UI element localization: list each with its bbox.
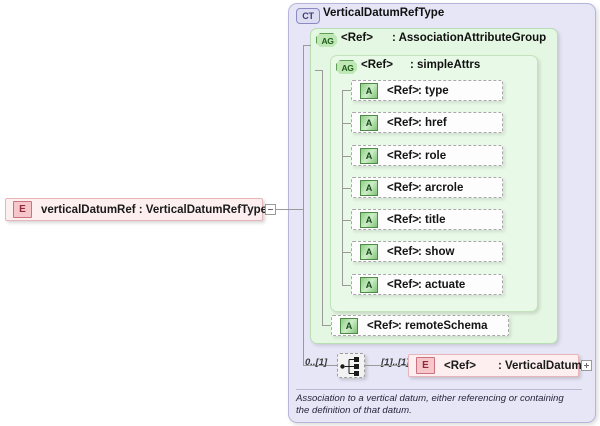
attribute-ref: <Ref>: [387, 84, 419, 97]
simpleattrs-connector-line: [315, 70, 323, 71]
attribute-name: : role: [418, 149, 447, 162]
sequence-compositor-icon[interactable]: [337, 353, 365, 378]
element-badge: E: [13, 201, 32, 218]
attribute-badge: A: [360, 82, 378, 99]
attribute-ref: <Ref>: [387, 245, 419, 258]
root-connector-line: [276, 209, 303, 210]
attribute-ref: <Ref>: [387, 149, 419, 162]
attribute-badge: A: [360, 114, 378, 131]
child-element-box[interactable]: E <Ref> : VerticalDatum: [408, 354, 582, 377]
attr-tree-branch: [342, 252, 351, 253]
attr-tree-branch: [342, 156, 351, 157]
child-element-expand-toggle[interactable]: [581, 360, 592, 371]
attr-tree-branch: [342, 188, 351, 189]
attribute-ref: <Ref>: [387, 278, 419, 291]
attribute-group-badge-inner: AG: [336, 60, 357, 74]
root-element-collapse-toggle[interactable]: [265, 204, 276, 215]
sequence-icon-glyph: [340, 357, 359, 376]
attrgroup-connector-line: [303, 45, 311, 46]
attribute-badge: A: [360, 179, 378, 196]
attribute-badge: A: [360, 243, 378, 260]
attribute-row[interactable]: A <Ref> : arcrole: [351, 177, 503, 198]
root-element-label: verticalDatumRef : VerticalDatumRefType: [41, 203, 268, 216]
attribute-group-ref-outer: <Ref>: [341, 32, 373, 44]
simpleattrs-spine: [322, 70, 323, 326]
attribute-badge: A: [340, 317, 358, 334]
attr-tree-branch: [342, 90, 351, 91]
attribute-ref: <Ref>: [387, 116, 419, 129]
cardinality-right: [1]..[1]: [381, 357, 410, 368]
attribute-row[interactable]: A <Ref> : actuate: [351, 274, 503, 295]
attr-tree-branch: [342, 220, 351, 221]
root-element-box[interactable]: E verticalDatumRef : VerticalDatumRefTyp…: [5, 198, 267, 221]
attribute-badge: A: [360, 211, 378, 228]
attribute-group-ref-inner: <Ref>: [361, 59, 393, 71]
attr-tree-branch: [342, 123, 351, 124]
attribute-name: : type: [418, 84, 449, 97]
attribute-name: : actuate: [418, 278, 466, 291]
attribute-ref: <Ref>: [367, 319, 399, 332]
cardinality-left: 0..[1]: [305, 357, 328, 368]
element-badge: E: [416, 357, 435, 374]
remoteschema-branch: [322, 325, 331, 326]
attribute-row[interactable]: A <Ref> : role: [351, 145, 503, 166]
attribute-row[interactable]: A <Ref> : type: [351, 80, 503, 101]
child-element-ref: <Ref>: [444, 359, 476, 372]
attribute-row[interactable]: A <Ref> : show: [351, 241, 503, 262]
attribute-group-type-inner: : simpleAttrs: [410, 59, 481, 71]
attr-tree-spine: [342, 90, 343, 285]
sequence-connector-line: [303, 365, 337, 366]
attribute-row-remoteschema[interactable]: A <Ref> : remoteSchema: [331, 315, 509, 336]
complextype-badge: CT: [296, 8, 320, 24]
attr-tree-branch: [342, 285, 351, 286]
child-element-connector-line: [365, 365, 408, 366]
child-element-type: : VerticalDatum: [497, 359, 582, 372]
annotation-text: Association to a vertical datum, either …: [296, 393, 564, 416]
attribute-row[interactable]: A <Ref> : title: [351, 209, 503, 230]
attribute-group-type-outer: : AssociationAttributeGroup: [392, 32, 547, 44]
attribute-name: : href: [418, 116, 447, 129]
attribute-badge: A: [360, 147, 378, 164]
attribute-badge: A: [360, 276, 378, 293]
annotation-separator: [296, 389, 582, 390]
attribute-group-badge-outer: AG: [316, 33, 337, 47]
content-spine: [303, 45, 304, 365]
attribute-name: : remoteSchema: [398, 319, 488, 332]
attribute-name: : show: [418, 245, 455, 258]
attribute-row[interactable]: A <Ref> : href: [351, 112, 503, 133]
complextype-title: VerticalDatumRefType: [323, 7, 445, 19]
attribute-name: : arcrole: [418, 181, 464, 194]
attribute-ref: <Ref>: [387, 181, 419, 194]
attribute-ref: <Ref>: [387, 213, 419, 226]
attribute-name: : title: [418, 213, 446, 226]
